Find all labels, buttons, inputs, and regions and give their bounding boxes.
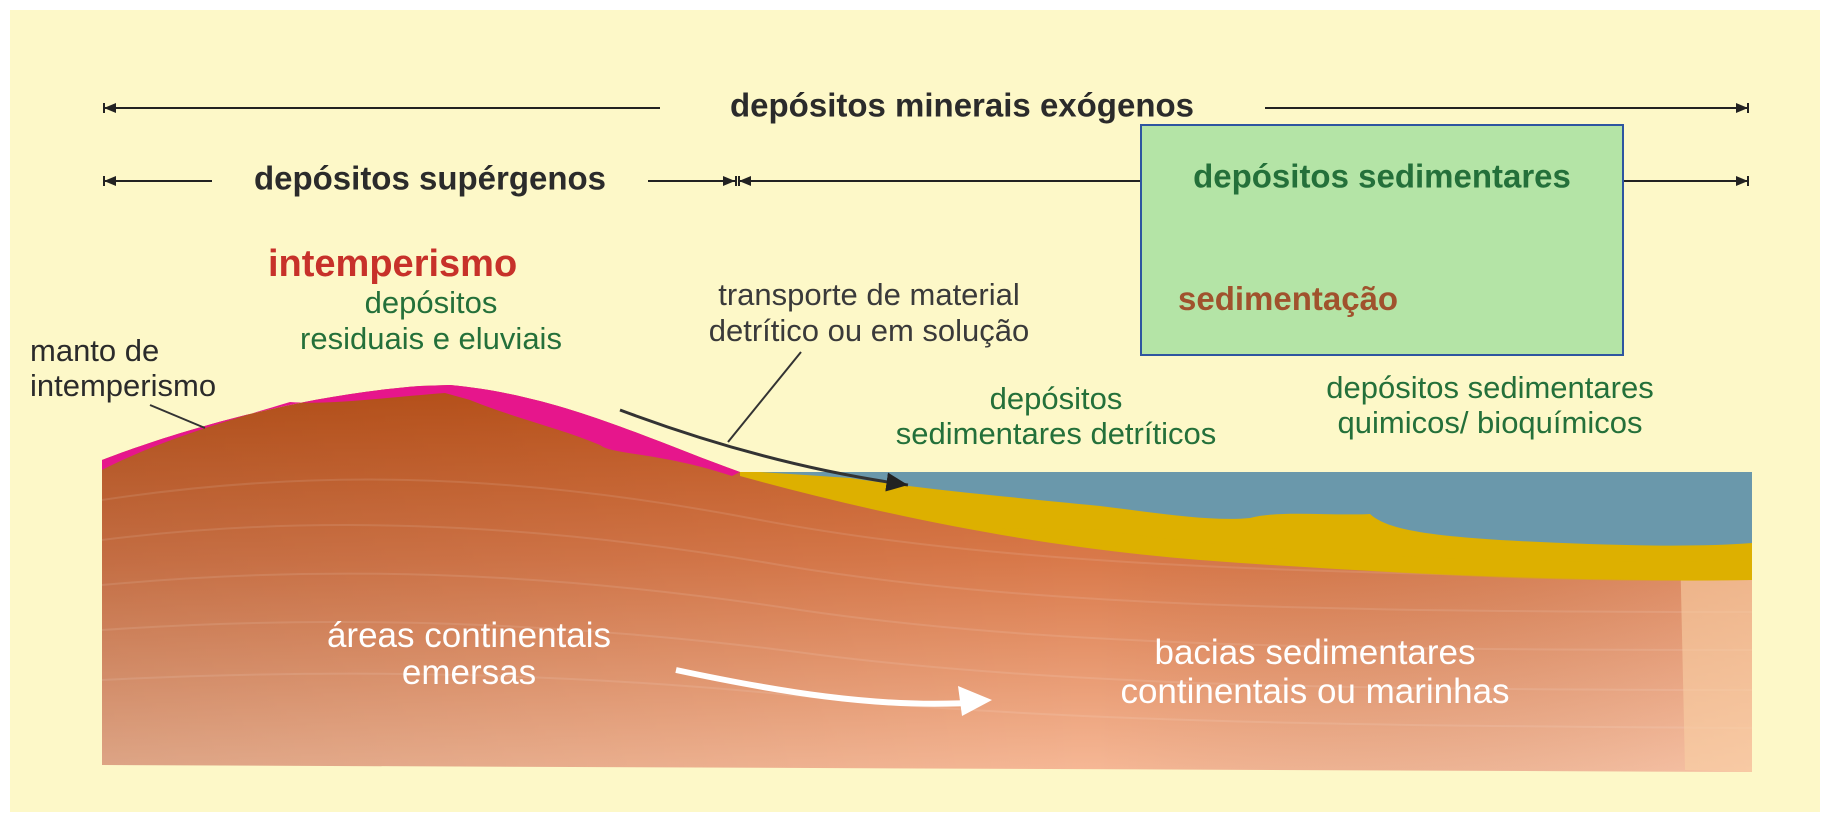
sedimentary-basins-line2: continentais ou marinhas <box>1120 672 1509 711</box>
chemical-deposits-line1: depósitos sedimentares <box>1326 370 1653 405</box>
continental-areas-line1: áreas continentais <box>327 616 611 655</box>
exogenous-scale-bar <box>103 103 1749 113</box>
sea-water <box>760 472 1752 546</box>
transport-label-line1: transporte de material <box>718 277 1020 312</box>
sedimentary-highlight-box <box>1140 124 1624 356</box>
chemical-deposits-line2: quimicos/ bioquímicos <box>1338 405 1643 440</box>
transport-arrow <box>619 408 909 492</box>
continental-areas-line2: emersas <box>402 653 536 692</box>
transport-label-line2: detrítico ou em solução <box>709 313 1030 348</box>
sedimentary-basins-line1: bacias sedimentares <box>1155 633 1476 672</box>
mantle-leader-line <box>149 404 206 429</box>
weathering-mantle <box>102 385 740 476</box>
exogenous-deposits-label: depósitos minerais exógenos <box>730 87 1194 124</box>
mantle-label-line1: manto de <box>30 333 159 368</box>
sedimentary-deposits-label: depósitos sedimentares <box>1193 158 1571 195</box>
sedimentary-scale-bar <box>738 176 1749 186</box>
residual-deposits-line2: residuais e eluviais <box>300 321 562 356</box>
detrital-deposits-line2: sedimentares detríticos <box>896 416 1216 451</box>
supergene-scale-bar <box>103 176 737 186</box>
residual-deposits-line1: depósitos <box>365 285 498 320</box>
sedimentation-label: sedimentação <box>1178 280 1398 317</box>
supergene-deposits-label: depósitos supérgenos <box>254 160 606 197</box>
mantle-label-line2: intemperismo <box>30 368 216 403</box>
transport-leader-line <box>727 351 802 443</box>
weathering-title: intemperismo <box>268 243 517 285</box>
detrital-deposits-line1: depósitos <box>990 381 1123 416</box>
landscape-cross-section <box>101 385 1753 772</box>
continental-to-basin-arrow <box>675 667 983 707</box>
